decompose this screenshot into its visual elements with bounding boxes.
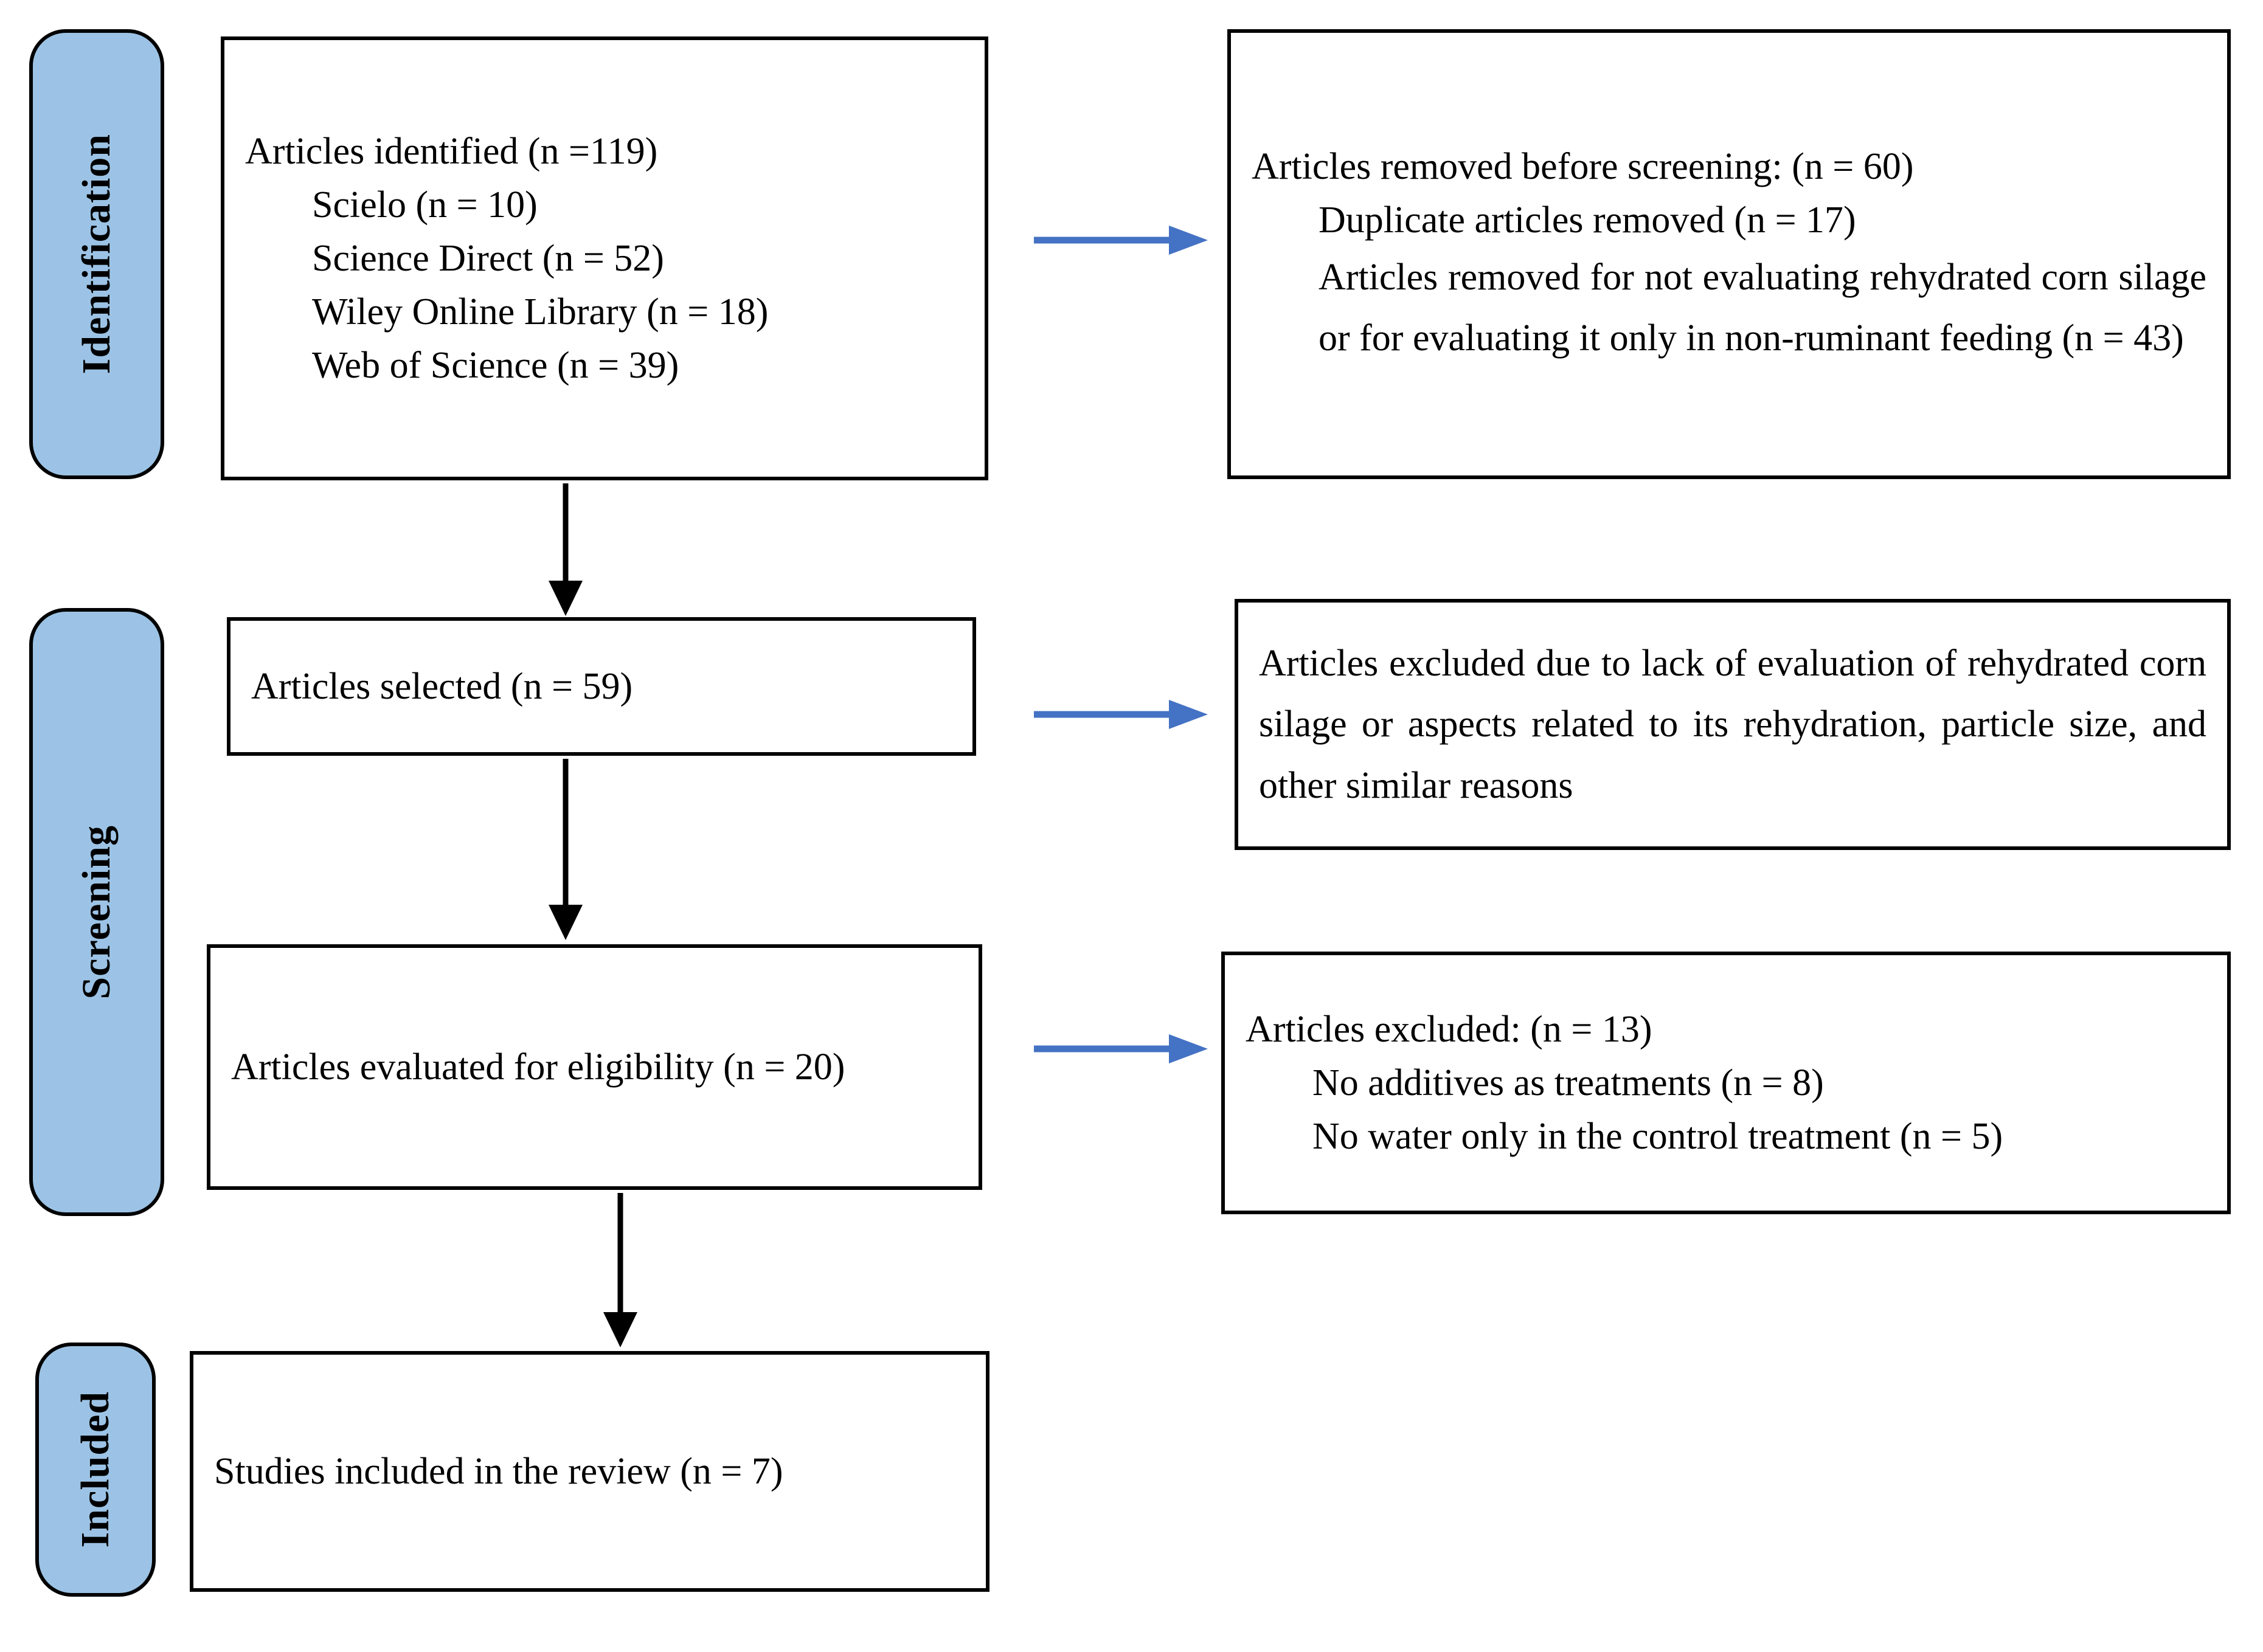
- stage-label-identification: Identification: [74, 134, 119, 375]
- removed-duplicates: Duplicate articles removed (n = 17): [1319, 199, 1856, 241]
- box-articles-identified-content: Articles identified (n =119) Scielo (n =…: [224, 125, 985, 392]
- box-articles-identified: Articles identified (n =119) Scielo (n =…: [221, 36, 988, 480]
- box-removed-before-screening-content: Articles removed before screening: (n = …: [1231, 140, 2227, 369]
- box-articles-removed-before-screening: Articles removed before screening: (n = …: [1227, 29, 2231, 479]
- box-excluded-13-content: Articles excluded: (n = 13) No additives…: [1225, 1003, 2227, 1163]
- arrow-identified-to-selected: [541, 483, 590, 620]
- excluded-no-additives: No additives as treatments (n = 8): [1312, 1062, 1824, 1104]
- studies-included-count: Studies included in the review (n = 7): [214, 1450, 783, 1492]
- box-evaluated-eligibility-content: Articles evaluated for eligibility (n = …: [210, 1037, 979, 1097]
- box-articles-excluded-13: Articles excluded: (n = 13) No additives…: [1221, 952, 2231, 1214]
- excluded-lack-evaluation-text: Articles excluded due to lack of evaluat…: [1259, 642, 2206, 806]
- stage-pill-screening: Screening: [29, 608, 164, 1216]
- stage-pill-identification: Identification: [29, 29, 164, 479]
- box-articles-selected-content: Articles selected (n = 59): [230, 660, 972, 713]
- box-studies-included: Studies included in the review (n = 7): [190, 1351, 989, 1592]
- articles-evaluated-eligibility-count: Articles evaluated for eligibility (n = …: [231, 1046, 845, 1088]
- box-articles-selected: Articles selected (n = 59): [227, 617, 976, 756]
- arrow-selected-to-excluded: [1034, 690, 1216, 739]
- stage-pill-included: Included: [35, 1343, 156, 1597]
- stage-label-included: Included: [73, 1391, 117, 1548]
- articles-identified-science-direct: Science Direct (n = 52): [312, 237, 664, 279]
- box-articles-excluded-lack-evaluation: Articles excluded due to lack of evaluat…: [1235, 599, 2231, 850]
- arrow-selected-to-evaluated: [541, 759, 590, 944]
- box-articles-evaluated-eligibility: Articles evaluated for eligibility (n = …: [207, 944, 982, 1190]
- articles-identified-total: Articles identified (n =119): [245, 130, 658, 172]
- excluded-13-heading: Articles excluded: (n = 13): [1246, 1008, 1652, 1050]
- stage-label-screening: Screening: [74, 824, 119, 1000]
- articles-identified-wiley: Wiley Online Library (n = 18): [312, 291, 769, 333]
- articles-identified-scielo: Scielo (n = 10): [312, 184, 538, 226]
- removed-not-evaluating: Articles removed for not evaluating rehy…: [1319, 256, 2206, 359]
- arrow-identified-to-removed: [1034, 216, 1216, 264]
- removed-before-screening-heading: Articles removed before screening: (n = …: [1252, 145, 1914, 187]
- box-excluded-lack-evaluation-content: Articles excluded due to lack of evaluat…: [1238, 633, 2227, 816]
- excluded-no-water-only-control: No water only in the control treatment (…: [1312, 1116, 2003, 1158]
- arrow-evaluated-to-included: [596, 1193, 645, 1352]
- articles-selected-count: Articles selected (n = 59): [251, 665, 633, 707]
- arrow-evaluated-to-excluded13: [1034, 1025, 1216, 1073]
- articles-identified-web-of-science: Web of Science (n = 39): [312, 345, 679, 387]
- box-studies-included-content: Studies included in the review (n = 7): [193, 1445, 986, 1498]
